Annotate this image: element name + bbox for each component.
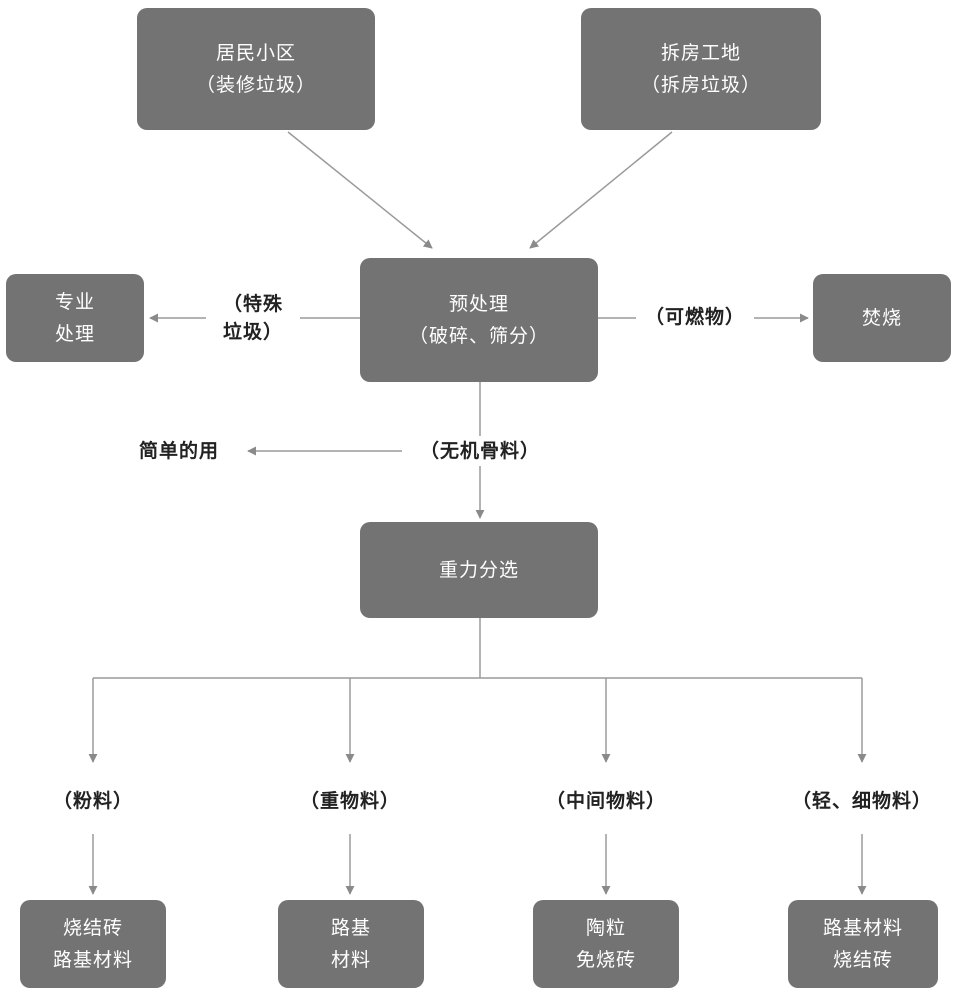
node-roadbed-material: 路基 材料 bbox=[278, 900, 424, 988]
node-gravity-sorting-line1: 重力分选 bbox=[438, 559, 519, 581]
node-ceramsite-line2: 免烧砖 bbox=[575, 949, 636, 971]
node-residential-line2: （装修垃圾） bbox=[195, 74, 316, 96]
node-pretreatment-line2: （破碎、筛分） bbox=[408, 325, 549, 347]
label-light-fine: （轻、细物料） bbox=[774, 786, 950, 816]
node-sintered-brick-roadbed-line1: 烧结砖 bbox=[62, 917, 123, 939]
node-professional-line2: 处理 bbox=[54, 323, 95, 345]
node-roadbed-sintered-line2: 烧结砖 bbox=[832, 949, 893, 971]
label-special-waste-line1: （特殊 bbox=[222, 293, 283, 315]
node-professional-line1: 专业 bbox=[54, 291, 95, 313]
node-roadbed-material-line1: 路基 bbox=[330, 917, 371, 939]
label-medium: （中间物料） bbox=[528, 786, 684, 816]
node-demolition-line2: （拆房垃圾） bbox=[640, 74, 761, 96]
node-pretreatment: 预处理 （破碎、筛分） bbox=[360, 258, 598, 382]
node-incineration-line1: 焚烧 bbox=[861, 307, 902, 329]
label-special-waste-line2: 垃圾） bbox=[222, 321, 283, 343]
node-pretreatment-line1: 预处理 bbox=[448, 293, 509, 315]
arrow-demolition-to-pretreatment bbox=[529, 131, 673, 249]
node-roadbed-sintered-line1: 路基材料 bbox=[822, 917, 903, 939]
label-inorganic-aggregate: （无机骨料） bbox=[402, 436, 558, 466]
node-sintered-brick-roadbed: 烧结砖 路基材料 bbox=[20, 900, 166, 988]
node-demolition-line1: 拆房工地 bbox=[660, 42, 741, 64]
node-incineration: 焚烧 bbox=[813, 274, 951, 362]
node-roadbed-material-line2: 材料 bbox=[330, 949, 371, 971]
node-roadbed-sintered: 路基材料 烧结砖 bbox=[788, 900, 938, 988]
label-special-waste: （特殊 垃圾） bbox=[206, 290, 300, 346]
node-residential-line1: 居民小区 bbox=[215, 42, 296, 64]
node-sintered-brick-roadbed-line2: 路基材料 bbox=[52, 949, 133, 971]
node-demolition: 拆房工地 （拆房垃圾） bbox=[581, 8, 821, 130]
node-professional: 专业 处理 bbox=[6, 274, 144, 362]
arrow-residential-to-pretreatment bbox=[287, 131, 433, 249]
node-residential: 居民小区 （装修垃圾） bbox=[137, 8, 375, 130]
label-simple-use: 简单的用 bbox=[118, 436, 240, 466]
node-gravity-sorting: 重力分选 bbox=[360, 522, 598, 618]
node-ceramsite: 陶粒 免烧砖 bbox=[533, 900, 679, 988]
node-ceramsite-line1: 陶粒 bbox=[585, 917, 626, 939]
label-combustible: （可燃物） bbox=[636, 302, 754, 332]
label-heavy: （重物料） bbox=[282, 786, 418, 816]
label-powder: （粉料） bbox=[33, 786, 153, 816]
